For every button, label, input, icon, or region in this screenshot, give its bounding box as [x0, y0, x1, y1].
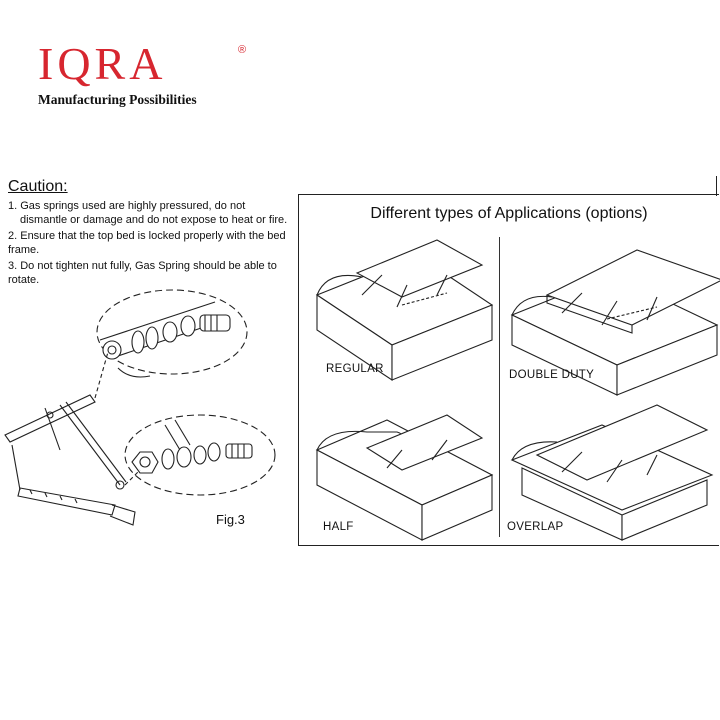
- figure-label: Fig.3: [216, 512, 245, 527]
- label-double-duty: DOUBLE DUTY: [509, 369, 595, 381]
- registered-mark: ®: [238, 44, 247, 56]
- bed-half-illustration: [315, 414, 494, 541]
- panel-edge-line: [716, 176, 717, 196]
- caution-item-2: 2. Ensure that the top bed is locked pro…: [8, 230, 286, 256]
- bed-double-duty-illustration: [510, 249, 720, 396]
- label-regular: REGULAR: [326, 363, 384, 375]
- bolt-assembly-bottom: [131, 419, 253, 474]
- applications-panel: Different types of Applications (options…: [298, 194, 720, 546]
- caution-item-1: 1. Gas springs used are highly pressured…: [8, 200, 288, 226]
- brand-tagline: Manufacturing Possibilities: [38, 92, 197, 107]
- applications-title: Different types of Applications (options…: [370, 205, 648, 222]
- label-half: HALF: [323, 521, 354, 533]
- panel-divider: [499, 237, 500, 537]
- zoom-detail-bottom: [124, 414, 276, 496]
- gas-spring-illustration: [4, 289, 276, 526]
- caution-list: 1. Gas springs used are highly pressured…: [8, 200, 303, 287]
- caution-item-3: 3. Do not tighten nut fully, Gas Spring …: [8, 260, 277, 286]
- lift-mechanism: [4, 351, 141, 526]
- bolt-assembly-top: [99, 301, 231, 378]
- caution-title: Caution:: [8, 178, 68, 195]
- brand-logo: IQRA ® Manufacturing Possibilities: [38, 38, 246, 108]
- bed-overlap-illustration: [510, 404, 714, 541]
- brand-name: IQRA: [38, 38, 167, 89]
- label-overlap: OVERLAP: [507, 521, 564, 533]
- caution-section: Caution: 1. Gas springs used are highly …: [8, 178, 303, 290]
- zoom-detail-top: [96, 289, 248, 375]
- bed-regular-illustration: [315, 239, 494, 382]
